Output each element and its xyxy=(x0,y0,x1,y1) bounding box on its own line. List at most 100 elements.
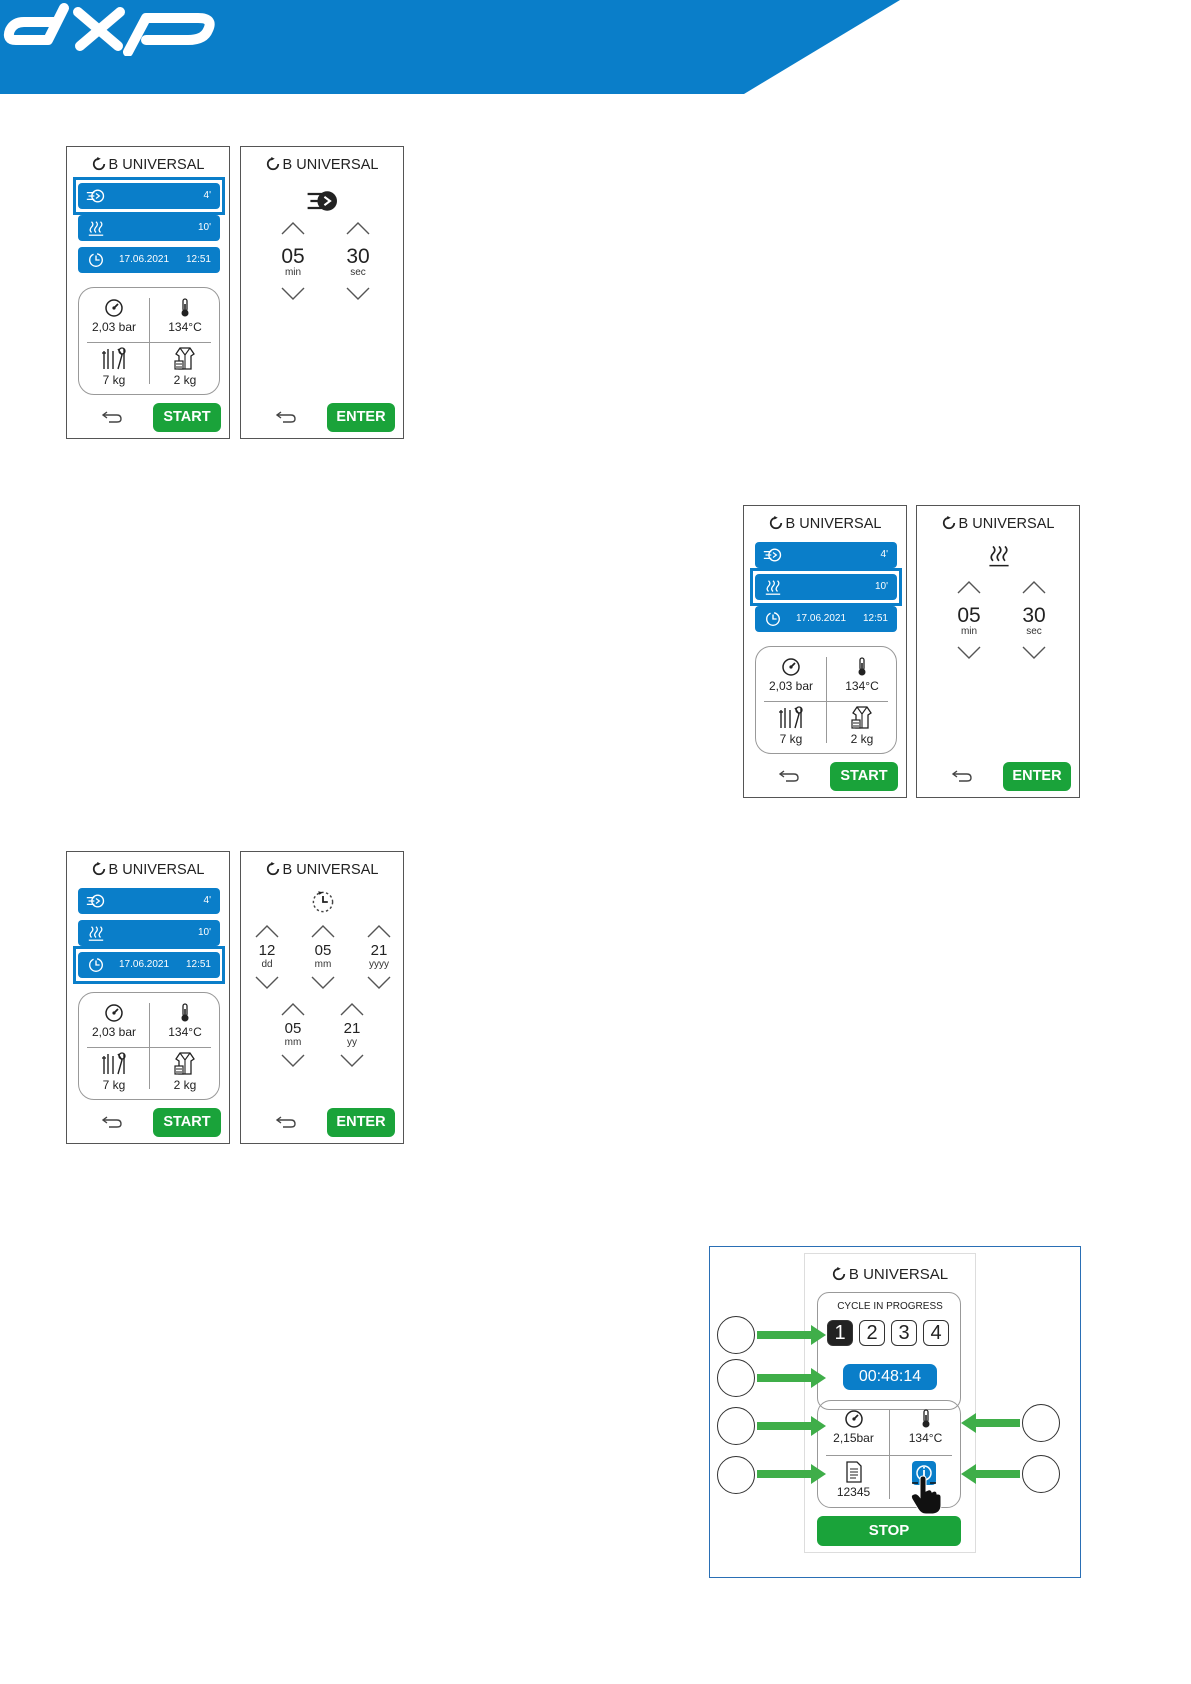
textile-icon xyxy=(171,345,199,371)
month-up-chevron-up-icon[interactable] xyxy=(311,924,335,938)
prevacuum-setting-bar[interactable]: 4' xyxy=(755,542,897,568)
seconds-value: 30 xyxy=(346,245,370,268)
back-arrow-icon[interactable] xyxy=(101,410,123,424)
textile-load-cell: 2 kg xyxy=(150,345,220,387)
month-down-chevron-down-icon[interactable] xyxy=(311,976,335,990)
seconds-value: 30 xyxy=(1022,604,1046,627)
minutes-unit: min xyxy=(960,626,978,637)
day-value: 12 xyxy=(258,942,276,959)
year-unit: yyyy xyxy=(369,959,389,970)
program-title: B UNIVERSAL xyxy=(917,516,1079,532)
year-up-chevron-up-icon[interactable] xyxy=(367,924,391,938)
back-arrow-icon[interactable] xyxy=(275,1115,297,1129)
callout-circle-pressure xyxy=(717,1407,755,1445)
clock-icon xyxy=(311,890,335,914)
date-time-setting-bar[interactable]: 17.06.2021 12:51 xyxy=(78,247,220,273)
hour-up-chevron-up-icon[interactable] xyxy=(281,1002,305,1016)
divider xyxy=(149,1003,150,1089)
seconds-up-chevron-up-icon[interactable] xyxy=(1022,580,1046,594)
callout-circle-info xyxy=(1022,1455,1060,1493)
prevacuum-setting-bar[interactable]: 4' xyxy=(78,183,220,209)
instruments-icon xyxy=(100,1050,128,1076)
start-button[interactable]: START xyxy=(830,762,898,791)
clock-icon xyxy=(86,956,106,974)
seconds-down-chevron-down-icon[interactable] xyxy=(346,287,370,301)
prevacuum-value: 4' xyxy=(203,895,211,906)
back-arrow-icon[interactable] xyxy=(275,410,297,424)
time-value: 12:51 xyxy=(862,613,888,624)
temperature-cell: 134°C xyxy=(890,1409,961,1445)
instruments-load-cell: 7 kg xyxy=(756,704,826,746)
stop-button[interactable]: STOP xyxy=(817,1516,961,1546)
header-banner xyxy=(0,0,900,94)
start-button[interactable]: START xyxy=(153,403,221,432)
date-value: 17.06.2021 xyxy=(796,613,847,624)
program-title: B UNIVERSAL xyxy=(744,516,906,532)
enter-button[interactable]: ENTER xyxy=(1003,762,1071,791)
cycle-icon xyxy=(92,157,106,171)
callout-circle-timer xyxy=(717,1359,755,1397)
divider xyxy=(826,1455,952,1456)
minute-value: 21 xyxy=(343,1020,361,1037)
drying-setting-bar[interactable]: 10' xyxy=(78,215,220,241)
enter-button[interactable]: ENTER xyxy=(327,403,395,432)
thermometer-icon xyxy=(175,1003,195,1023)
thermometer-icon xyxy=(175,298,195,318)
seconds-unit: sec xyxy=(350,267,366,278)
instruments-load-cell: 7 kg xyxy=(79,1050,149,1092)
seconds-up-chevron-up-icon[interactable] xyxy=(346,221,370,235)
day-up-chevron-up-icon[interactable] xyxy=(255,924,279,938)
start-button[interactable]: START xyxy=(153,1108,221,1137)
drying-icon xyxy=(763,578,783,596)
back-arrow-icon[interactable] xyxy=(778,769,800,783)
textile-load-cell: 2 kg xyxy=(827,704,897,746)
prevacuum-value: 4' xyxy=(880,549,888,560)
drying-time-screen: B UNIVERSAL 05 30 min sec ENTER xyxy=(916,505,1080,798)
hour-unit: mm xyxy=(284,1037,302,1048)
minutes-value: 05 xyxy=(957,604,981,627)
date-time-setting-bar[interactable]: 17.06.2021 12:51 xyxy=(78,952,220,978)
seconds-down-chevron-down-icon[interactable] xyxy=(1022,646,1046,660)
year-value: 21 xyxy=(370,942,388,959)
divider xyxy=(826,657,827,743)
back-arrow-icon[interactable] xyxy=(101,1115,123,1129)
enter-button[interactable]: ENTER xyxy=(327,1108,395,1137)
program-title: B UNIVERSAL xyxy=(805,1266,975,1283)
drying-icon xyxy=(86,219,106,237)
minutes-up-chevron-up-icon[interactable] xyxy=(957,580,981,594)
gauge-icon xyxy=(781,657,801,677)
program-title: B UNIVERSAL xyxy=(67,157,229,173)
day-unit: dd xyxy=(261,959,273,970)
day-down-chevron-down-icon[interactable] xyxy=(255,976,279,990)
prevacuum-icon xyxy=(763,546,783,564)
back-arrow-icon[interactable] xyxy=(951,769,973,783)
minute-up-chevron-up-icon[interactable] xyxy=(340,1002,364,1016)
hour-down-chevron-down-icon[interactable] xyxy=(281,1054,305,1068)
phase-1: 1 xyxy=(827,1320,853,1346)
drying-setting-bar[interactable]: 10' xyxy=(78,920,220,946)
divider xyxy=(87,1047,211,1048)
minutes-down-chevron-down-icon[interactable] xyxy=(281,287,305,301)
phase-3: 3 xyxy=(891,1320,917,1346)
year-down-chevron-down-icon[interactable] xyxy=(367,976,391,990)
date-value: 17.06.2021 xyxy=(119,254,170,265)
prevacuum-setting-bar[interactable]: 4' xyxy=(78,888,220,914)
main-screen-drying-selected: B UNIVERSAL 4' 10' 17.06.2021 12:51 2,03… xyxy=(743,505,907,798)
callout-circle-temperature xyxy=(1022,1404,1060,1442)
clock-icon xyxy=(763,610,783,628)
minutes-value: 05 xyxy=(281,245,305,268)
minutes-down-chevron-down-icon[interactable] xyxy=(957,646,981,660)
cycle-screen: B UNIVERSAL CYCLE IN PROGRESS 1 2 3 4 00… xyxy=(804,1253,976,1553)
seconds-unit: sec xyxy=(1026,626,1042,637)
temperature-cell: 134°C xyxy=(827,657,897,693)
drying-setting-bar[interactable]: 10' xyxy=(755,574,897,600)
minute-down-chevron-down-icon[interactable] xyxy=(340,1054,364,1068)
status-panel: 2,03 bar 134°C 7 kg 2 kg xyxy=(78,287,220,395)
minutes-unit: min xyxy=(284,267,302,278)
hour-value: 05 xyxy=(284,1020,302,1037)
minutes-up-chevron-up-icon[interactable] xyxy=(281,221,305,235)
divider xyxy=(149,298,150,384)
date-time-setting-bar[interactable]: 17.06.2021 12:51 xyxy=(755,606,897,632)
hand-pointer-icon xyxy=(910,1475,942,1515)
temperature-cell: 134°C xyxy=(150,298,220,334)
